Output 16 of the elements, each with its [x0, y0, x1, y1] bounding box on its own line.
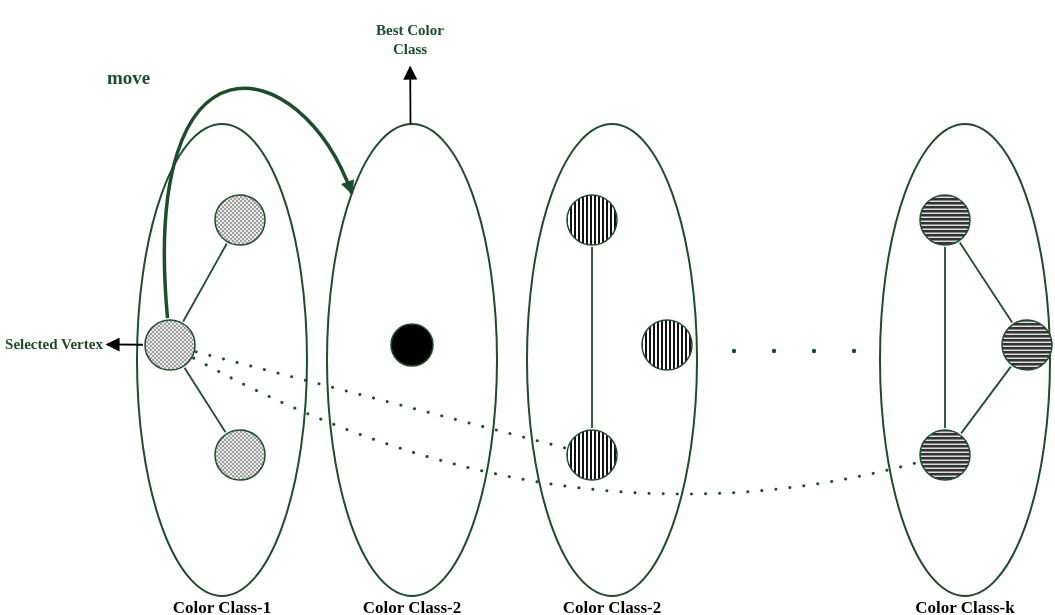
- annotation-text: Selected Vertex: [5, 334, 103, 354]
- edge-line: [960, 365, 1012, 435]
- arrow: [162, 87, 354, 319]
- arrow: [403, 65, 418, 125]
- annotation-text: Best Color Class: [375, 21, 445, 59]
- edge-line: [591, 246, 593, 429]
- dotted-line: [194, 350, 568, 450]
- edge-line: [944, 246, 946, 429]
- class-label: Color Class-k: [914, 599, 1016, 615]
- arrow: [105, 337, 144, 352]
- edge-line: [958, 241, 1014, 324]
- edge-line: [182, 242, 228, 323]
- edge-line: [183, 366, 227, 434]
- class-label: Color Class-1: [171, 599, 273, 615]
- class-label: Color Class-2: [361, 599, 463, 615]
- class-label: Color Class-2: [561, 599, 663, 615]
